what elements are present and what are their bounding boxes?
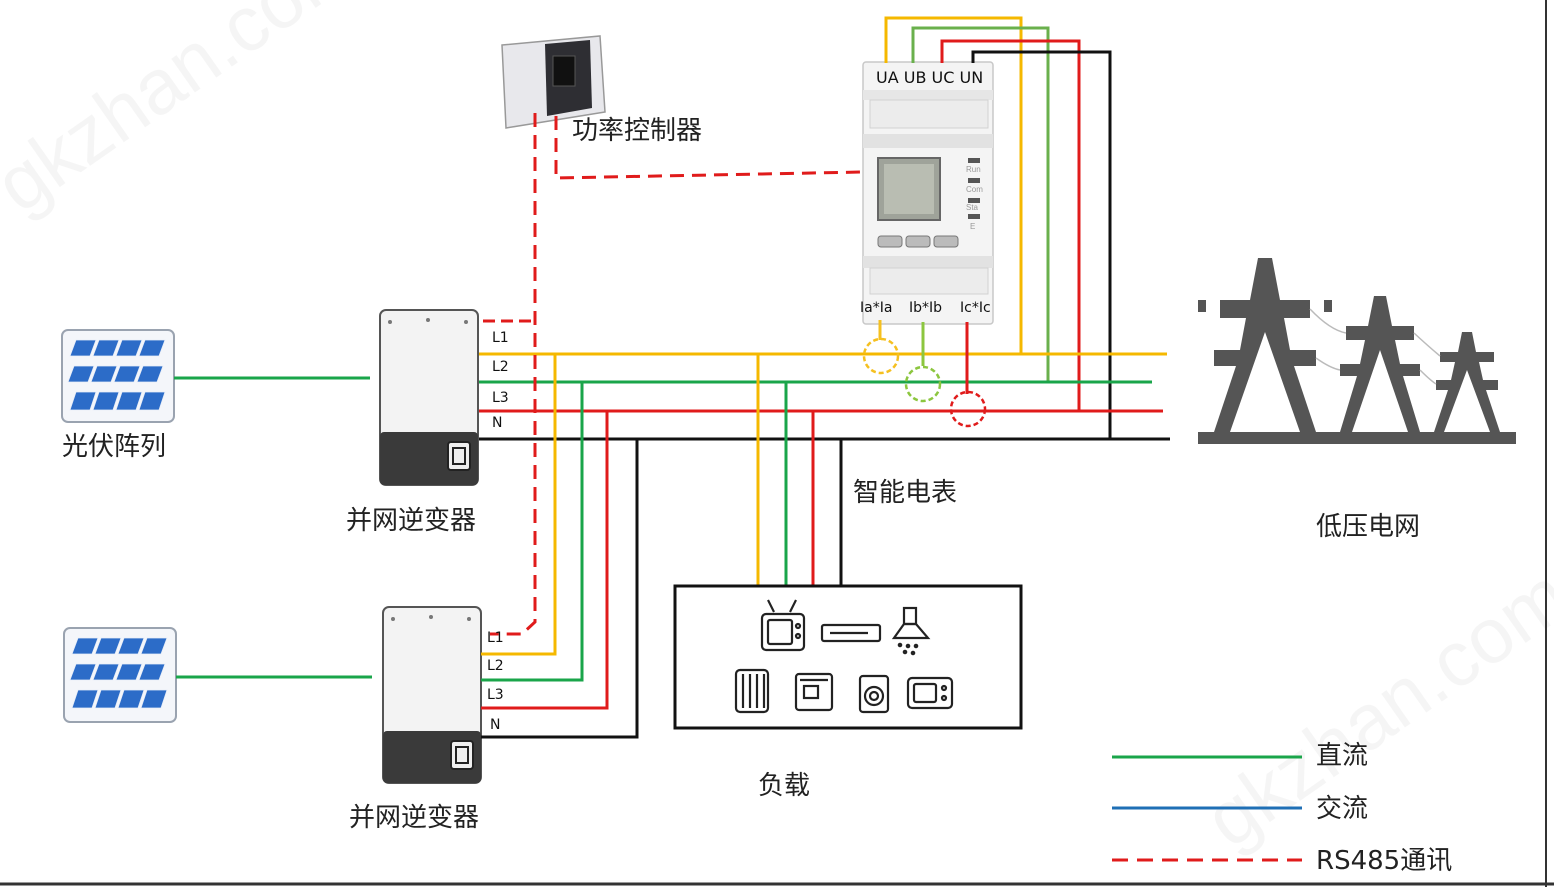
smart-meter-label: 智能电表 bbox=[853, 478, 958, 508]
terminal-label: L3 bbox=[492, 390, 509, 406]
terminal-label: L2 bbox=[487, 658, 504, 674]
meter-ct-terminal: Ib*Ib bbox=[909, 300, 943, 316]
terminal-label: L1 bbox=[492, 330, 509, 346]
transmission-tower-icon bbox=[1434, 332, 1500, 432]
meter-led-label: E bbox=[970, 222, 975, 231]
terminal-label: L2 bbox=[492, 359, 509, 375]
solar-panel-icon bbox=[61, 329, 175, 423]
load-box bbox=[673, 584, 1023, 730]
coffee-machine-icon bbox=[794, 672, 834, 712]
power-controller-icon bbox=[501, 35, 606, 129]
inv2-l3 bbox=[481, 411, 609, 710]
un-wire bbox=[971, 50, 1112, 439]
tv-icon bbox=[760, 599, 806, 652]
legend-dc-label: 直流 bbox=[1316, 741, 1369, 771]
terminal-label: L1 bbox=[487, 630, 504, 646]
ub-wire bbox=[911, 26, 1050, 382]
terminal-label: N bbox=[492, 415, 503, 431]
microwave-icon bbox=[906, 676, 954, 710]
legend-ac-label: 交流 bbox=[1316, 794, 1369, 824]
inverter-icon bbox=[379, 309, 479, 486]
inv2-l2 bbox=[481, 382, 584, 682]
pv-array-label: 光伏阵列 bbox=[62, 432, 167, 462]
watermark-bottom: gkzhan.com bbox=[1189, 551, 1554, 864]
meter-ct-terminal: Ia*Ia bbox=[860, 300, 893, 316]
inverter-label: 并网逆变器 bbox=[349, 803, 480, 833]
transmission-tower-icon bbox=[1340, 296, 1420, 432]
load-label: 负载 bbox=[758, 771, 811, 801]
current-transformer-l1 bbox=[862, 337, 900, 375]
heater-icon bbox=[734, 668, 770, 714]
legend-rs485-label: RS485通讯 bbox=[1316, 846, 1453, 876]
inverter-label: 并网逆变器 bbox=[346, 506, 477, 536]
transmission-tower-icon bbox=[1198, 258, 1332, 432]
power-lines bbox=[1309, 308, 1441, 385]
inv2-l1 bbox=[481, 354, 557, 656]
terminal-label: L3 bbox=[487, 687, 504, 703]
watermark-top: gkzhan.com bbox=[0, 0, 374, 229]
smart-meter-icon bbox=[862, 61, 994, 325]
ua-wire bbox=[884, 16, 1023, 354]
current-transformer-l3 bbox=[949, 390, 987, 428]
uc-wire bbox=[940, 39, 1081, 411]
rs485-line bbox=[490, 113, 537, 636]
inv2-n bbox=[481, 439, 639, 739]
grid-label: 低压电网 bbox=[1316, 512, 1421, 542]
rs485-line bbox=[554, 116, 864, 180]
meter-led-label: Run bbox=[966, 165, 981, 174]
solar-panel-icon bbox=[63, 627, 177, 723]
terminal-label: N bbox=[490, 717, 501, 733]
inverter-icon bbox=[382, 606, 482, 784]
dvd-player-icon bbox=[820, 623, 882, 643]
power-controller-label: 功率控制器 bbox=[572, 116, 703, 146]
washing-machine-icon bbox=[858, 674, 890, 714]
meter-led-label: Com bbox=[966, 185, 983, 194]
tower-ground bbox=[1198, 432, 1516, 444]
range-hood-icon bbox=[891, 606, 931, 656]
current-transformer-l2 bbox=[904, 365, 942, 403]
meter-led-label: Sta bbox=[966, 203, 979, 212]
meter-ct-terminal: Ic*Ic bbox=[960, 300, 991, 316]
meter-voltage-terminals: UA UB UC UN bbox=[876, 68, 984, 87]
